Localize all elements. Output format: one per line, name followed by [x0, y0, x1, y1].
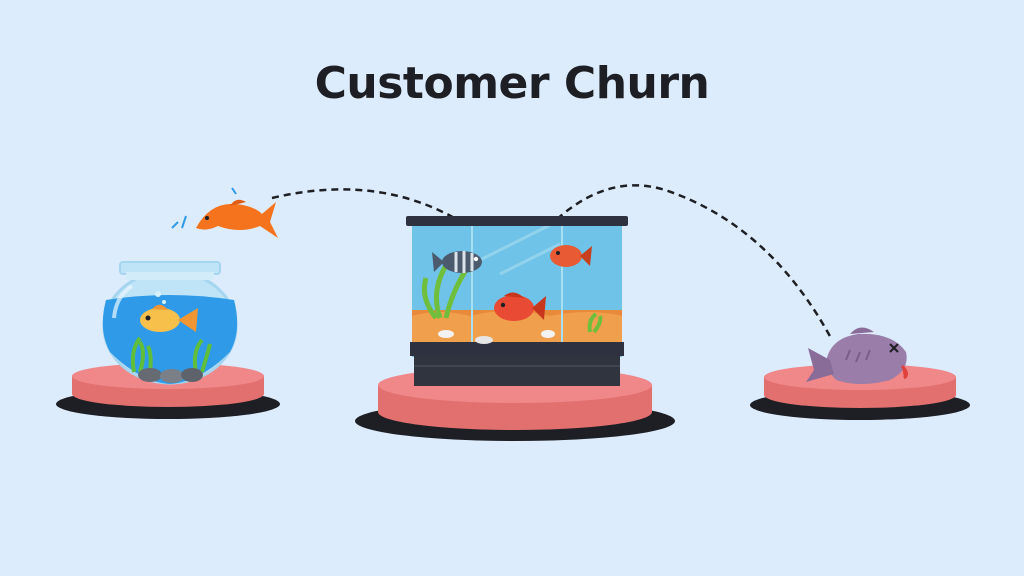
- aquarium-icon: [406, 216, 628, 386]
- page-title: Customer Churn: [314, 58, 710, 109]
- left-pedestal: [56, 363, 280, 419]
- striped-fish-icon: [432, 251, 482, 273]
- dead-fish-icon: [806, 327, 909, 384]
- trajectory-arc-bowl-to-tank: [271, 188, 479, 235]
- trajectory-arc-tank-to-out: [539, 184, 834, 341]
- fishbowl-icon: [102, 261, 238, 385]
- red-fish-icon: [550, 245, 592, 267]
- jumping-fish-icon: [171, 187, 278, 238]
- goldfish-icon: [140, 304, 198, 332]
- red-fish-icon-2: [494, 292, 546, 321]
